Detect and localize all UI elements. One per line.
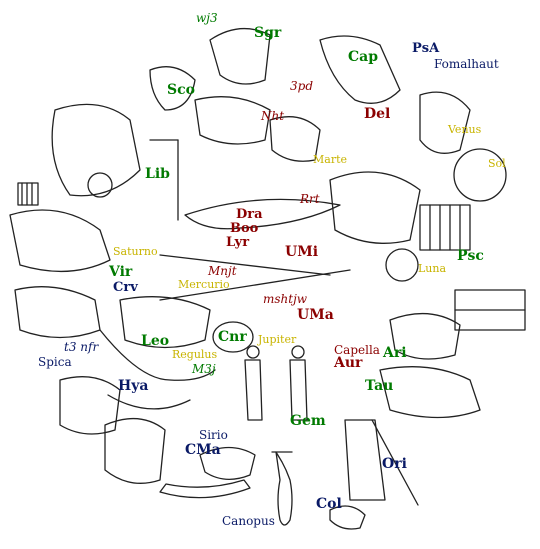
label-capella: Capella [334,343,380,357]
label-tau: Tau [365,378,394,394]
label-dra: Dra [236,207,263,222]
lion-figure-icon [51,103,141,197]
sagittarius-figure-icon [209,27,271,85]
gemini-figure-left-icon [244,359,263,421]
orion-figure-icon [344,419,386,501]
label-sol: Sol [488,157,506,170]
scorpio-figure-icon [149,66,196,111]
venus-figure-icon [419,91,471,154]
label-saturno: Saturno [113,245,158,258]
label-lib: Lib [145,166,170,182]
cancer-scarab-icon [212,321,254,353]
label-spica: Spica [38,355,72,369]
columba-bird-icon [329,505,366,530]
label-sco: Sco [167,82,195,98]
reclining-figure-icon [9,209,111,273]
label-sirio: Sirio [199,428,228,442]
label-mnjt: Mnjt [208,264,237,278]
label-wjs: wj3 [196,11,218,25]
aries-ram-icon [389,312,461,360]
label-cnr: Cnr [218,329,247,345]
label-canopus: Canopus [222,514,275,528]
archer-figure-icon [104,417,166,484]
label-ari: Ari [383,345,407,361]
label-marte: Marte [313,153,348,166]
label-nht: Nht [261,109,285,123]
label-fomalhaut: Fomalhaut [434,57,499,71]
label-boo: Boo [230,221,259,236]
net-grid-icon [419,204,471,251]
label-crv: Crv [113,280,138,295]
label-hya: Hya [118,378,149,394]
sun-disc-icon [453,148,507,202]
label-spd: 3pd [290,79,313,93]
label-uma: UMa [297,307,334,323]
label-del: Del [364,106,391,122]
hydra-figure-icon [59,376,121,435]
foreleg-box-icon [17,182,39,206]
horse-figure-icon [329,171,421,244]
standing-figure-icon [269,116,321,162]
leo-lion-icon [119,296,211,349]
boat-icon [159,479,251,499]
label-mshtjw: mshtjw [263,292,308,306]
label-col: Col [316,496,342,512]
taurus-bull-icon [379,366,481,419]
moon-disc-icon [385,248,419,282]
label-sgr: Sgr [254,25,282,41]
label-venus: Venus [448,123,482,136]
label-cap: Cap [348,49,379,65]
label-umi: UMi [285,244,319,260]
kneeling-figure-icon [14,286,101,339]
label-psa: PsA [412,41,440,56]
label-jupiter: Jupiter [258,333,297,346]
canis-major-dog-icon [199,446,256,480]
label-rrt: Rrt [300,192,320,206]
capricorn-figure-icon [319,35,401,104]
label-regulus: Regulus [172,348,218,361]
label-mercurio: Mercurio [178,278,230,291]
label-psc: Psc [457,248,484,264]
label-m3j: M3j [192,362,216,376]
label-luna: Luna [418,262,447,275]
canopus-pole-icon [275,451,293,526]
label-aur: Aur [334,355,363,371]
label-cma: CMa [185,442,221,458]
label-lyr: Lyr [226,235,250,250]
label-ori: Ori [382,456,407,472]
boat-figure-top-icon [194,96,271,145]
label-leo: Leo [141,333,170,349]
crocodile-figure-icon [184,198,341,230]
gemini-figure-right-icon [289,359,308,421]
mooring-post-line [159,254,331,276]
hydra-serpent-icon [99,329,216,381]
label-gem: Gem [290,413,326,429]
label-vir: Vir [109,264,133,280]
label-t3nfr: t3 nfr [64,340,99,354]
